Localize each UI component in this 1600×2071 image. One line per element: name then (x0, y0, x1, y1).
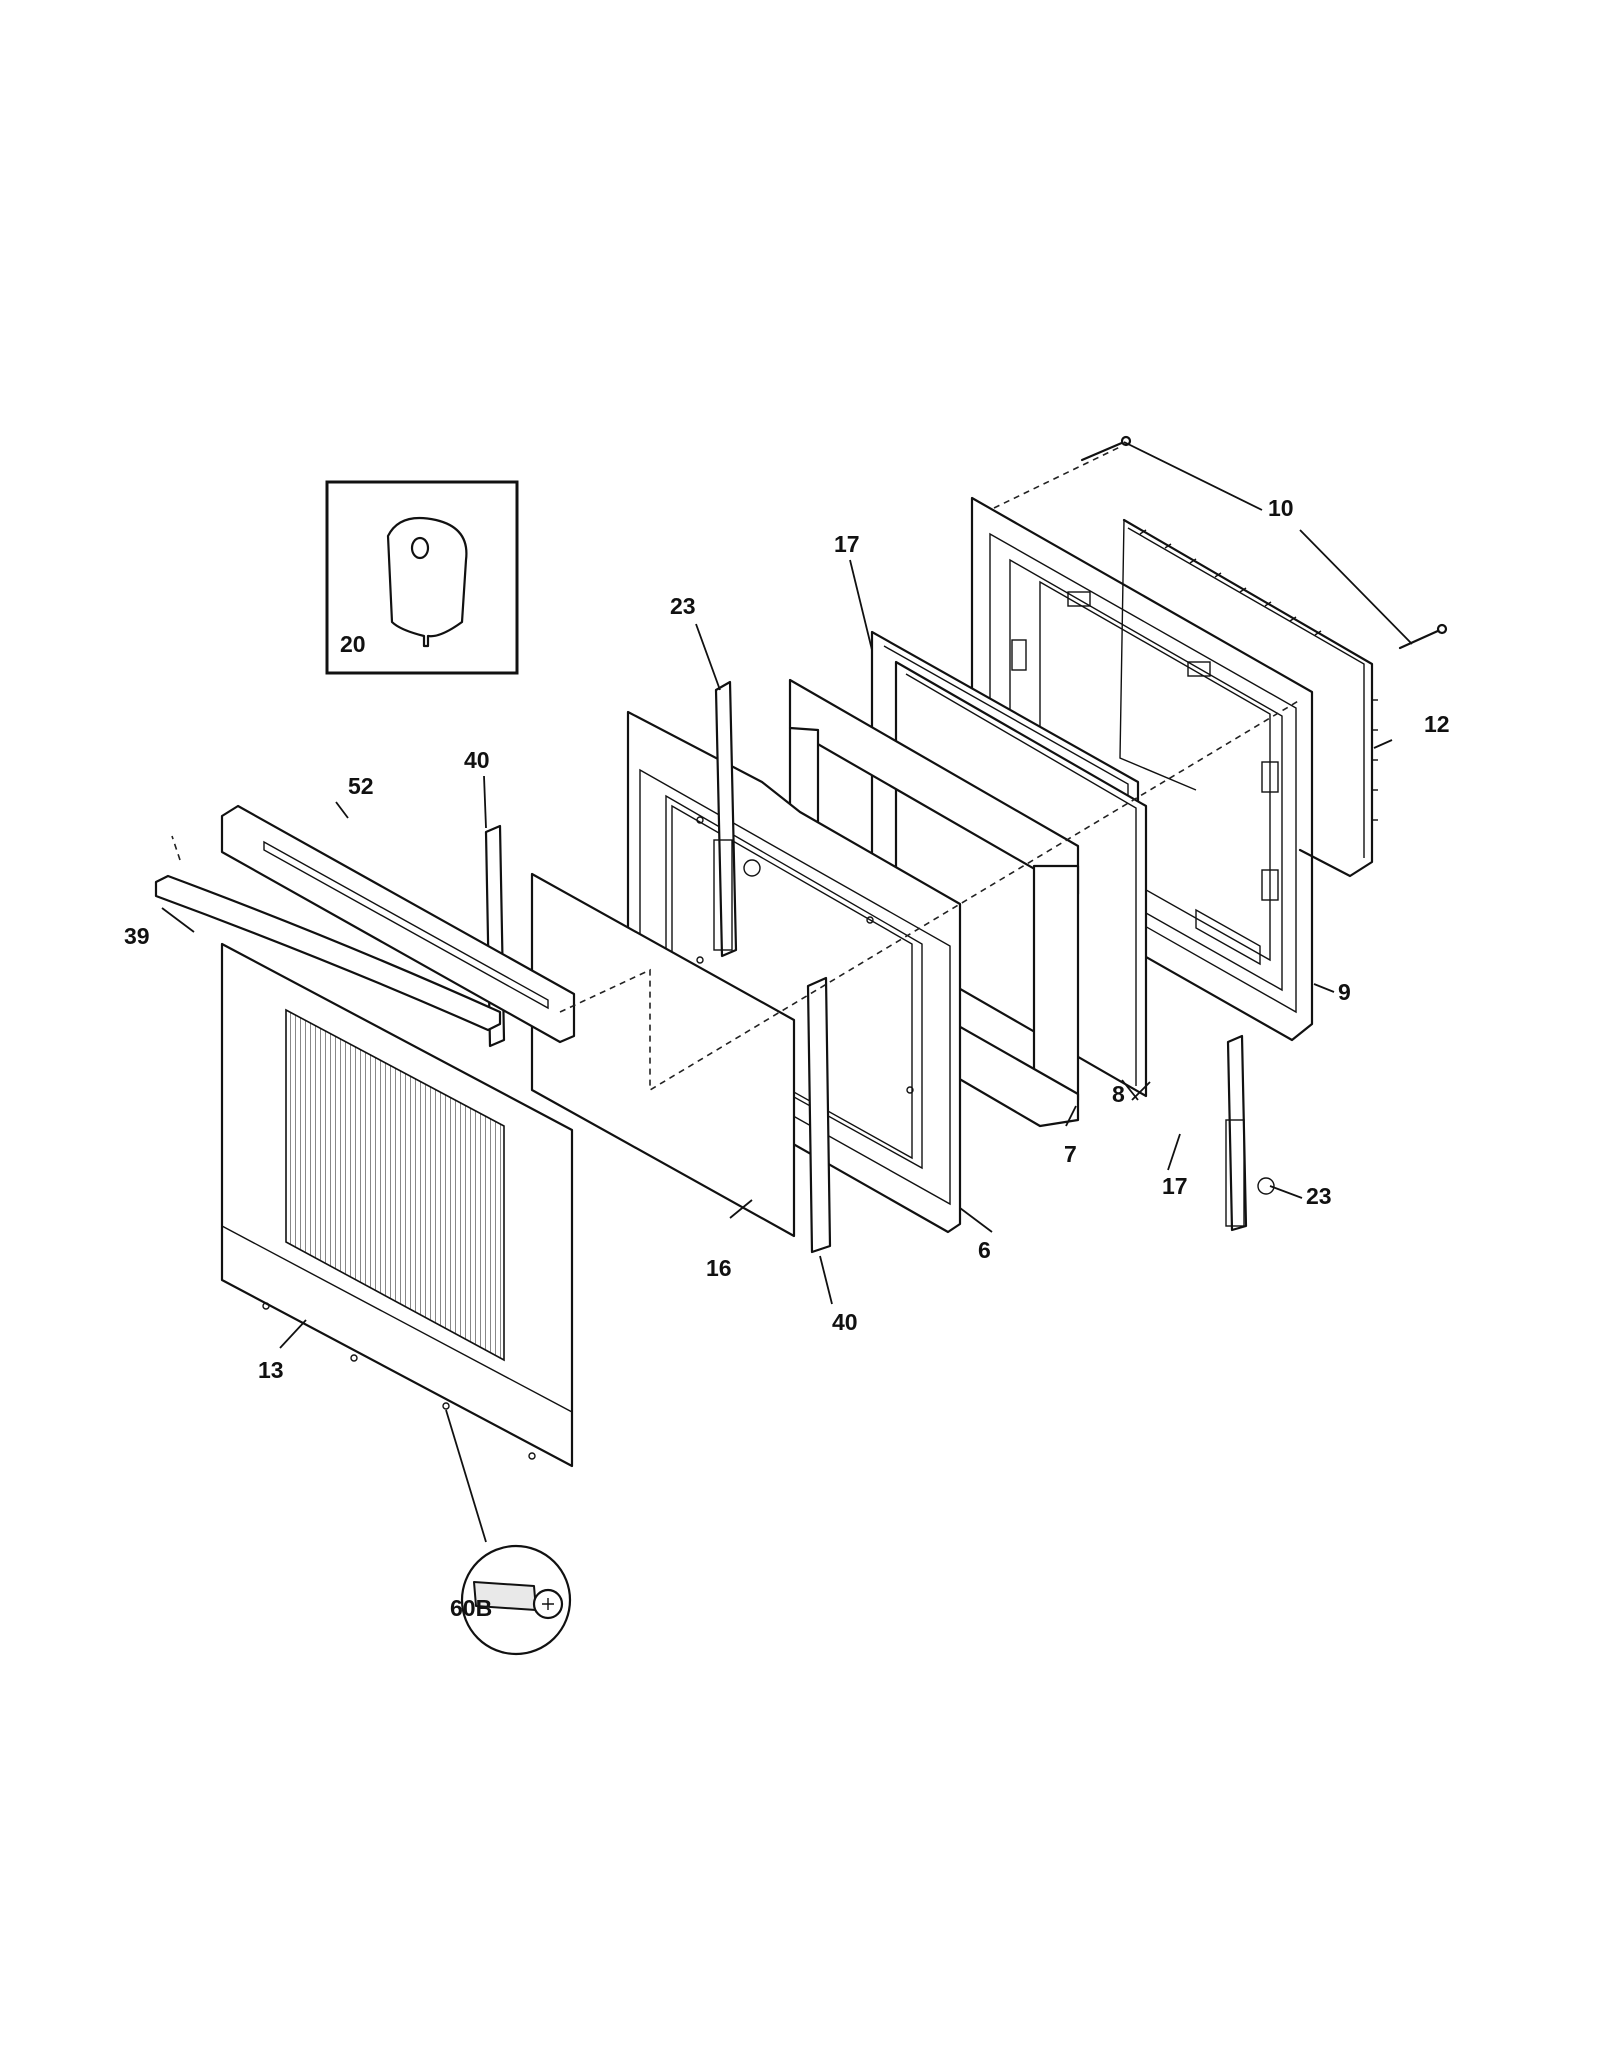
leader-lines (161, 441, 1413, 1543)
part-52-vent-trim (220, 804, 576, 1044)
callout-17-top: 17 (834, 531, 860, 557)
alignment-lines (171, 445, 1301, 1092)
callout-9: 9 (1338, 979, 1351, 1005)
callout-10: 10 (1268, 495, 1294, 521)
callout-6: 6 (978, 1237, 991, 1263)
callout-12: 12 (1424, 711, 1450, 737)
callout-labels: 10 12 9 17 17 8 7 6 16 40 40 23 23 52 39… (124, 495, 1450, 1621)
part-39-handle (154, 874, 502, 1032)
callout-13: 13 (258, 1357, 284, 1383)
callout-16: 16 (706, 1255, 732, 1281)
part-23-hinge-right (1225, 1034, 1275, 1232)
callout-7: 7 (1064, 1141, 1077, 1167)
inset-part-20 (325, 480, 519, 675)
callout-23-bottom: 23 (1306, 1183, 1332, 1209)
part-12-door-gasket (1119, 518, 1378, 878)
callout-39: 39 (124, 923, 150, 949)
callout-20: 20 (340, 631, 366, 657)
part-13-outer-door (220, 942, 574, 1468)
callout-17-bottom: 17 (1162, 1173, 1188, 1199)
callout-23-top: 23 (670, 593, 696, 619)
callout-40-bottom: 40 (832, 1309, 858, 1335)
screw-detail-60b (460, 1544, 572, 1656)
callout-8: 8 (1112, 1081, 1125, 1107)
callout-40-top: 40 (464, 747, 490, 773)
part-23-hinge-left (713, 680, 761, 958)
callout-52: 52 (348, 773, 374, 799)
callout-60b: 60B (450, 1595, 492, 1621)
part-40-channel-lower (806, 976, 832, 1254)
